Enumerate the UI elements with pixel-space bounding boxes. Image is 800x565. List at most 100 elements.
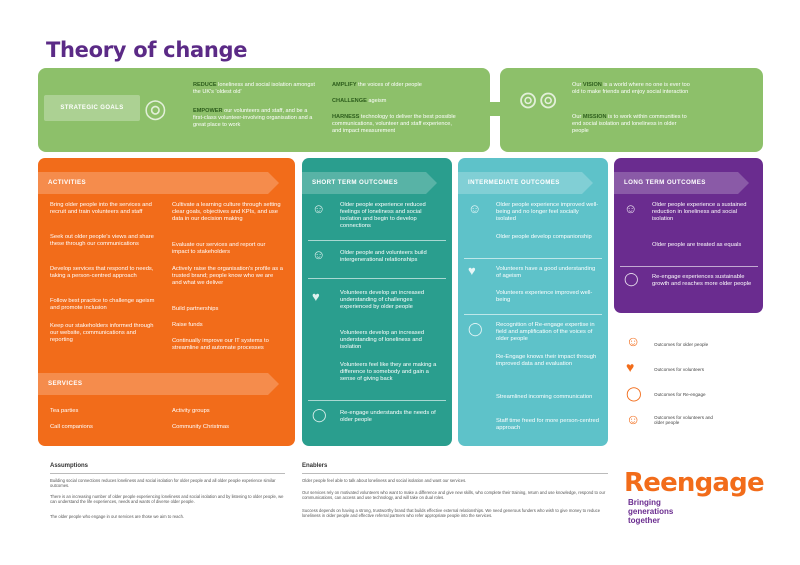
divider	[620, 266, 758, 267]
tagline-line: generations	[628, 507, 674, 516]
strategic-goals-panel: STRATEGIC GOALS ◎ REDUCE loneliness and …	[38, 68, 763, 152]
intermediate-item: Recognition of Re-engage expertise in fi…	[496, 322, 595, 342]
enabler-text: Our services rely on motivated volunteer…	[302, 490, 606, 501]
reengage-icon: ◯	[468, 321, 483, 336]
older-people-icon: ☺	[626, 333, 641, 349]
service-item: Community Christmas	[172, 424, 230, 430]
vision-text: is a world where no one is ever too old …	[572, 82, 690, 95]
vision-statement: Our VISION is a world where no one is ev…	[572, 82, 692, 96]
long-term-header: LONG TERM OUTCOMES	[614, 172, 749, 194]
goal-amplify: AMPLIFY the voices of older people	[332, 82, 462, 89]
mission-prefix: Our	[572, 114, 583, 120]
volunteers-icon: ♥	[312, 289, 320, 304]
long-term-item: Older people are treated as equals	[652, 242, 742, 248]
activity-item: Raise funds	[172, 322, 203, 328]
goal-amplify-text: the voices of older people	[356, 82, 422, 88]
older-people-icon: ☺	[624, 201, 638, 216]
short-term-header: SHORT TERM OUTCOMES	[302, 172, 437, 194]
divider	[464, 258, 602, 259]
intermediate-item: Older people experience improved well-be…	[496, 202, 599, 222]
divider	[308, 240, 446, 241]
divider	[308, 400, 446, 401]
short-term-item: Older people and volunteers build interg…	[340, 250, 427, 263]
binoculars-icon: ⊚⊚	[518, 87, 559, 114]
goal-empower: EMPOWER our volunteers and staff, and be…	[193, 108, 318, 128]
goal-amplify-keyword: AMPLIFY	[332, 82, 357, 88]
short-term-item: Re-engage understands the needs of older…	[340, 410, 436, 423]
intermediate-item: Streamlined incoming communication	[496, 394, 593, 400]
volunteers-older-people-icon: ☺	[312, 247, 326, 262]
divider	[308, 278, 446, 279]
activities-header: ACTIVITIES	[38, 172, 279, 194]
older-people-icon: ☺	[468, 201, 482, 216]
short-term-item: Volunteers develop an increased understa…	[340, 290, 425, 310]
goal-empower-text: our volunteers and staff, and be a first…	[193, 108, 313, 128]
divider	[50, 473, 285, 474]
activity-item: Keep our stakeholders informed through o…	[50, 323, 154, 343]
activity-item: Continually improve our IT systems to st…	[172, 338, 269, 351]
goal-harness-text: technology to deliver the best possible …	[332, 114, 456, 134]
goal-reduce-text: loneliness and social isolation amongst …	[193, 82, 315, 95]
intermediate-item: Volunteers have a good understanding of …	[496, 266, 596, 279]
assumption-text: There is an increasing number of older p…	[50, 494, 284, 505]
goal-harness-keyword: HARNESS	[332, 114, 360, 120]
intermediate-column: INTERMEDIATE OUTCOMES ☺ Older people exp…	[458, 158, 608, 446]
goal-challenge-text: ageism	[366, 98, 387, 104]
enabler-text: Older people feel able to talk about lon…	[302, 478, 467, 483]
logo-engage: engage	[660, 468, 765, 498]
service-item: Call companions	[50, 424, 93, 430]
page-title: Theory of change	[46, 38, 248, 62]
short-term-item: Volunteers develop an increased understa…	[340, 330, 425, 350]
intermediate-item: Volunteers experience improved well-bein…	[496, 290, 593, 303]
vision-prefix: Our	[572, 82, 583, 88]
divider	[302, 473, 608, 474]
long-term-item: Re-engage experiences sustainable growth…	[652, 274, 752, 287]
tagline-line: Bringing	[628, 498, 661, 507]
activity-item: Evaluate our services and report our imp…	[172, 242, 266, 255]
enabler-text: Success depends on having a strong, trus…	[302, 508, 601, 519]
intermediate-header: INTERMEDIATE OUTCOMES	[458, 172, 593, 194]
volunteers-older-people-icon: ☺	[626, 411, 641, 427]
service-item: Activity groups	[172, 408, 210, 414]
mission-keyword: MISSION	[582, 114, 607, 120]
goal-challenge: CHALLENGE ageism	[332, 98, 462, 105]
goal-challenge-keyword: CHALLENGE	[332, 98, 367, 104]
short-term-column: SHORT TERM OUTCOMES ☺ Older people exper…	[302, 158, 452, 446]
logo-re: Re	[624, 468, 661, 498]
assumption-text: Building social connections reduces lone…	[50, 478, 276, 489]
strategic-goals-label: STRATEGIC GOALS	[44, 95, 140, 121]
assumptions-heading: Assumptions	[50, 463, 89, 469]
legend-item: Outcomes for Re-engage	[654, 392, 706, 397]
mission-statement: Our MISSION is to work within communitie…	[572, 114, 692, 134]
activity-item: Actively raise the organisation's profil…	[172, 266, 283, 286]
older-people-icon: ☺	[312, 201, 326, 216]
short-term-item: Volunteers feel like they are making a d…	[340, 362, 437, 382]
activities-column: ACTIVITIES Bring older people into the s…	[38, 158, 295, 446]
volunteers-icon: ♥	[626, 359, 635, 375]
reengage-icon: ◯	[312, 407, 327, 422]
long-term-item: Older people experience a sustained redu…	[652, 202, 747, 222]
tagline-line: together	[628, 516, 660, 525]
activity-item: Develop services that respond to needs, …	[50, 266, 154, 279]
volunteers-icon: ♥	[468, 263, 476, 278]
activity-item: Seek out older people's views and share …	[50, 234, 154, 247]
strategic-goals-connector	[486, 102, 504, 116]
services-header: SERVICES	[38, 373, 279, 395]
legend-item: Outcomes for volunteers	[654, 367, 705, 372]
reengage-icon: ◯	[626, 385, 642, 401]
target-icon: ◎	[144, 93, 167, 123]
assumption-text: The older people who engage in our servi…	[50, 514, 185, 519]
goal-harness: HARNESS technology to deliver the best p…	[332, 114, 462, 134]
goal-reduce-keyword: REDUCE	[193, 82, 217, 88]
short-term-item: Older people experience reduced feelings…	[340, 202, 426, 229]
reengage-icon: ◯	[624, 271, 639, 286]
activity-item: Bring older people into the services and…	[50, 202, 152, 215]
goal-reduce: REDUCE loneliness and social isolation a…	[193, 82, 318, 96]
divider	[464, 314, 602, 315]
activity-item: Build partnerships	[172, 306, 219, 312]
intermediate-item: Re-Engage knows their impact through imp…	[496, 354, 597, 367]
activity-item: Cultivate a learning culture through set…	[172, 202, 281, 222]
mission-text: is to work within communities to end soc…	[572, 114, 687, 134]
intermediate-item: Staff time freed for more person-centred…	[496, 418, 599, 431]
reengage-logo: Reengage	[624, 468, 765, 498]
